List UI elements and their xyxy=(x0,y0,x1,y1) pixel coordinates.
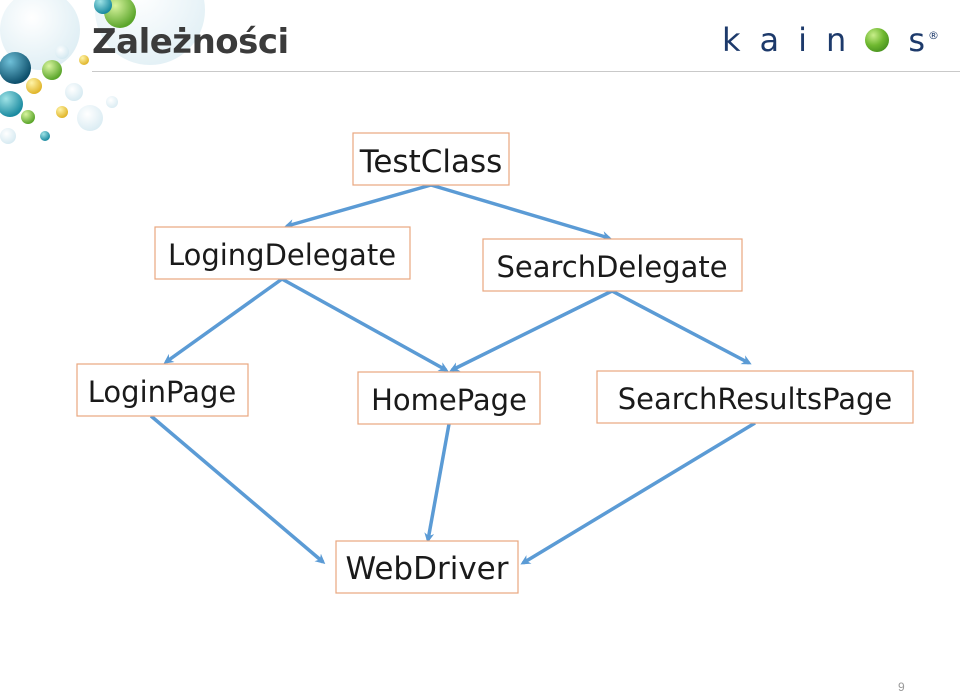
logo-letter-i: i xyxy=(798,21,808,59)
logo-registered-mark: ® xyxy=(927,28,939,42)
node-logingdelegate: LogingDelegate xyxy=(154,226,411,280)
edge-searchdelegate-homepage xyxy=(449,289,613,372)
logo-green-ball-icon xyxy=(865,28,890,52)
edges xyxy=(149,183,756,565)
logo-letter-n: n xyxy=(826,21,847,59)
edge-loginpage-webdriver xyxy=(149,414,326,564)
node-label: HomePage xyxy=(371,383,527,417)
edge-testclass-logingdelegate xyxy=(284,183,432,229)
logo-letter-a: a xyxy=(759,21,780,59)
title-divider xyxy=(92,71,960,72)
node-loginpage: LoginPage xyxy=(76,363,249,417)
edge-testclass-searchdelegate xyxy=(430,183,612,241)
node-label: SearchDelegate xyxy=(496,250,727,284)
decorative-bubbles xyxy=(0,0,205,144)
slide-title: Zależności xyxy=(92,22,289,62)
node-testclass: TestClass xyxy=(352,132,510,186)
edge-homepage-webdriver xyxy=(424,423,451,543)
node-webdriver: WebDriver xyxy=(335,540,519,594)
kainos-logo: k a i n s ® xyxy=(722,22,939,58)
edge-logingdelegate-homepage xyxy=(281,277,449,372)
node-label: SearchResultsPage xyxy=(618,382,893,416)
node-label: TestClass xyxy=(359,144,503,180)
node-searchdelegate: SearchDelegate xyxy=(482,238,743,292)
node-label: LoginPage xyxy=(88,375,236,409)
node-label: WebDriver xyxy=(346,551,509,587)
logo-letter-s: s xyxy=(908,21,925,59)
edge-logingdelegate-loginpage xyxy=(163,277,284,364)
node-homepage: HomePage xyxy=(357,371,541,425)
logo-letter-k: k xyxy=(722,21,741,59)
edge-searchresultspage-webdriver xyxy=(520,421,756,565)
node-searchresultspage: SearchResultsPage xyxy=(596,370,914,424)
edge-searchdelegate-searchresultspage xyxy=(611,289,752,365)
page-number: 9 xyxy=(898,680,905,694)
node-label: LogingDelegate xyxy=(168,238,396,272)
